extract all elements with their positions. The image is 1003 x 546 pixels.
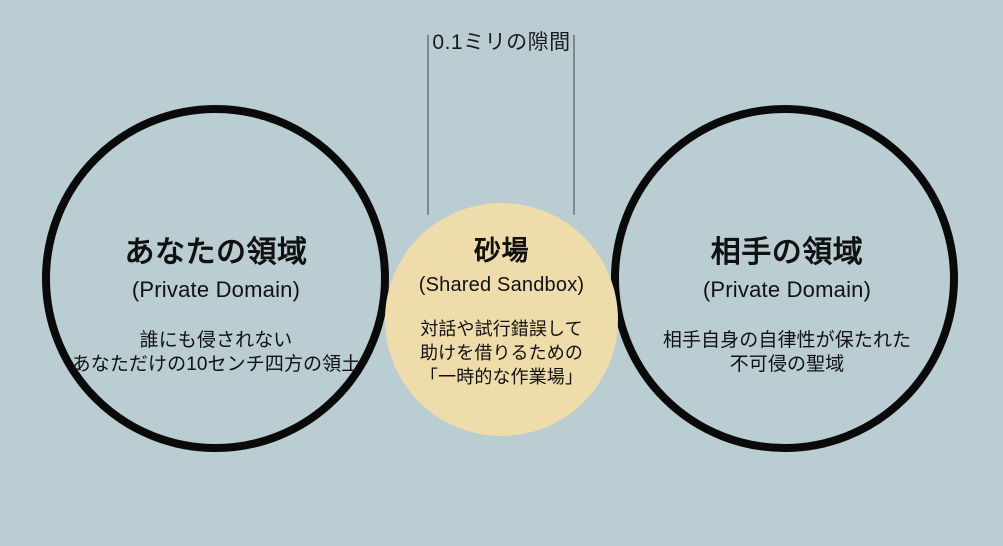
right-domain-title: 相手の領域 xyxy=(710,236,864,269)
left-domain-circle xyxy=(42,105,389,452)
left-domain-subtitle: (Private Domain) xyxy=(131,277,301,303)
right-domain-circle xyxy=(611,105,958,452)
sandbox-description-line: 「一時的な作業場」 xyxy=(420,367,583,388)
sandbox-text-group: 砂場 (Shared Sandbox) 対話や試行錯誤して 助けを借りるための … xyxy=(381,234,622,390)
right-domain-description: 相手自身の自律性が保たれた 不可侵の聖域 xyxy=(597,329,977,378)
right-domain-text-group: 相手の領域 (Private Domain) 相手自身の自律性が保たれた 不可侵… xyxy=(597,234,977,377)
gap-annotation-label: 0.1ミリの隙間 xyxy=(432,31,571,54)
left-domain-text-group: あなたの領域 (Private Domain) 誰にも侵されない あなただけの1… xyxy=(26,234,406,377)
sandbox-subtitle: (Shared Sandbox) xyxy=(418,273,585,296)
sandbox-title: 砂場 xyxy=(474,236,529,266)
gap-leader-line-left xyxy=(427,35,429,215)
left-domain-description: 誰にも侵されない あなただけの10センチ四方の領土 xyxy=(26,329,406,378)
sandbox-description-line: 対話や試行錯誤して xyxy=(420,319,583,340)
left-domain-description-line: 誰にも侵されない xyxy=(139,329,293,351)
right-domain-description-line: 不可侵の聖域 xyxy=(729,353,845,375)
sandbox-description: 対話や試行錯誤して 助けを借りるための 「一時的な作業場」 xyxy=(381,318,622,390)
left-domain-description-line: あなただけの10センチ四方の領土 xyxy=(71,353,361,375)
sandbox-description-line: 助けを借りるための xyxy=(420,343,583,364)
right-domain-description-line: 相手自身の自律性が保たれた xyxy=(662,329,912,351)
shared-sandbox-circle xyxy=(385,203,618,436)
gap-leader-line-right xyxy=(573,35,575,215)
right-domain-subtitle: (Private Domain) xyxy=(702,277,872,303)
left-domain-title: あなたの領域 xyxy=(124,236,308,269)
